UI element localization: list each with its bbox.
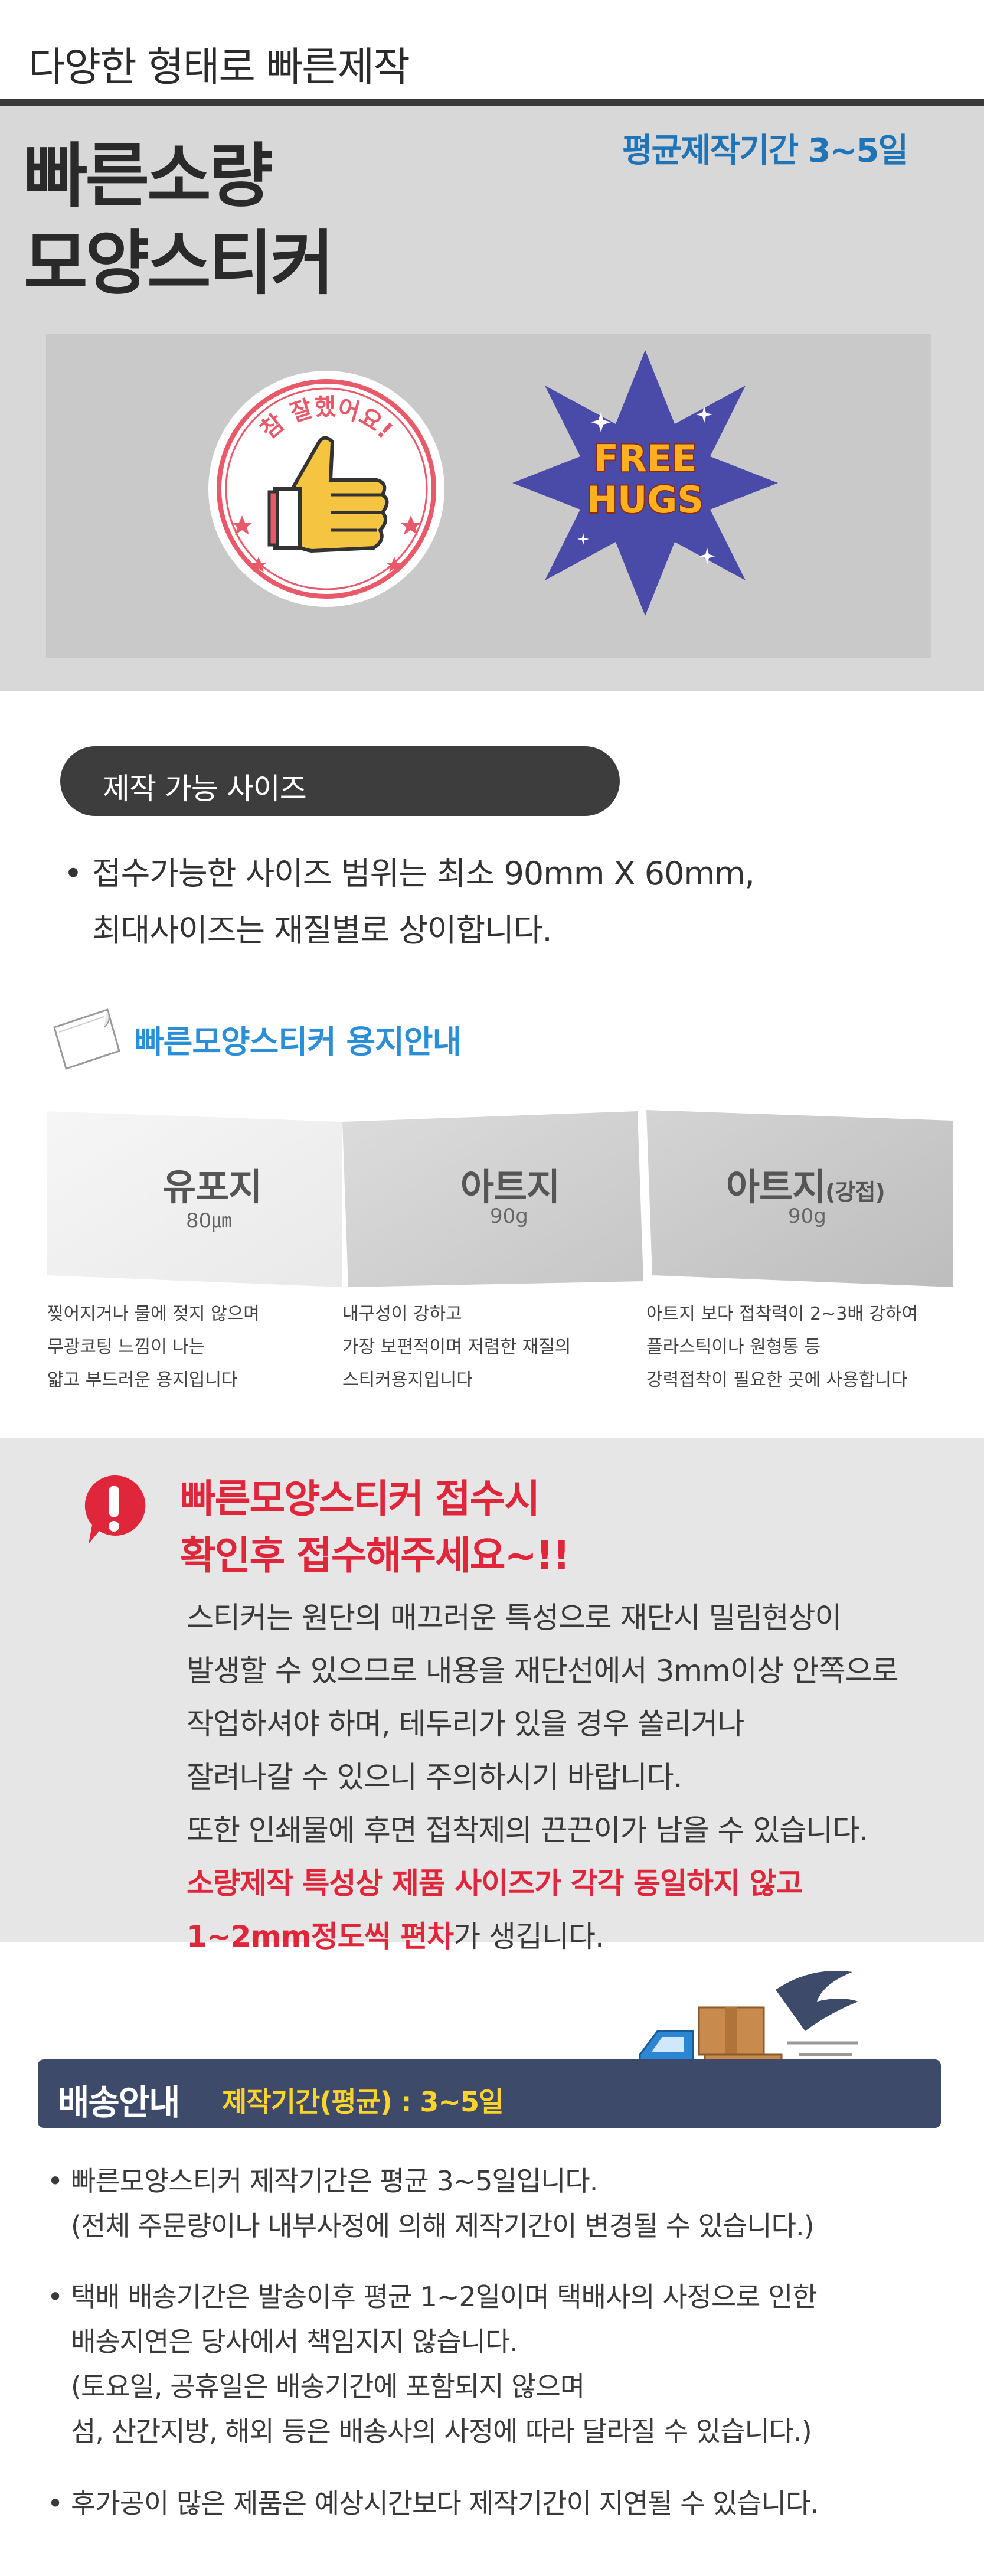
hero-section: 빠른소량 모양스티커 평균제작기간 3~5일 참 잘했어요! [0, 106, 984, 691]
paper-desc: 아트지 보다 접착력이 2~3배 강하여 플라스틱이나 원형통 등 강력접착이 … [646, 1298, 918, 1397]
sizes-section-label: 제작 가능 사이즈 [103, 772, 307, 806]
desc-line: 아트지 보다 접착력이 2~3배 강하여 [646, 1304, 918, 1324]
paper-weight: 80㎛ [186, 1209, 232, 1233]
paper-card-art: 아트지 90g 내구성이 강하고 가장 보편적이며 저렴한 재질의 스티커용지입… [342, 1110, 649, 1417]
delivery-subtitle: 제작기간(평균) : 3~5일 [222, 2086, 504, 2118]
sizes-section-header: 제작 가능 사이즈 [60, 746, 620, 816]
notice-line: 작업하셔야 하며, 테두리가 있을 경우 쏠리거나 [187, 1707, 744, 1741]
bullet: • [47, 2487, 63, 2519]
art-sheet-swatch [342, 1111, 643, 1287]
paper-name: 유포지 [162, 1165, 262, 1209]
list-item-text: 택배 배송기간은 발송이후 평균 1~2일이며 택배사의 사정으로 인한 배송지… [71, 2274, 818, 2454]
sizes-line2: 최대사이즈는 재질별로 상이합니다. [92, 912, 553, 949]
desc-line: 내구성이 강하고 [342, 1304, 462, 1324]
production-period: 평균제작기간 3~5일 [622, 132, 908, 170]
paper-guide-heading: 빠른모양스티커 용지안내 [135, 1023, 462, 1060]
list-line: 빠른모양스티커 제작기간은 평균 3~5일입니다. [71, 2165, 598, 2197]
notice-line: 또한 인쇄물에 후면 접착제의 끈끈이가 남을 수 있습니다. [187, 1813, 868, 1847]
paper-cards: 유포지 80㎛ 찢어지거나 물에 젖지 않으며 무광코팅 느낌이 나는 얇고 부… [0, 1110, 984, 1417]
paper-sheet-icon [53, 1008, 120, 1070]
sticker-showcase: 참 잘했어요! [46, 334, 931, 658]
notice-tail-text: 가 생깁니다. [453, 1919, 604, 1954]
notice-line: 잘려나갈 수 있으니 주의하시기 바랍니다. [187, 1760, 682, 1794]
desc-line: 가장 보편적이며 저렴한 재질의 [342, 1337, 571, 1357]
notice-line: 발생할 수 있으므로 내용을 재단선에서 3mm이상 안쪽으로 [187, 1654, 899, 1688]
notice-section: 빠른모양스티커 접수시 확인후 접수해주세요~!! 스티커는 원단의 매끄러운 … [0, 1438, 984, 1954]
paper-desc: 찢어지거나 물에 젖지 않으며 무광코팅 느낌이 나는 얇고 부드러운 용지입니… [47, 1298, 260, 1397]
notice-red-line: 소량제작 특성상 제품 사이즈가 각각 동일하지 않고 [187, 1857, 898, 1910]
delivery-header: 배송안내 제작기간(평균) : 3~5일 [38, 2059, 941, 2128]
list-line: 후가공이 많은 제품은 예상시간보다 제작기간이 지연될 수 있습니다. [71, 2487, 819, 2519]
list-line: (전체 주문량이나 내부사정에 의해 제작기간이 변경될 수 있습니다.) [71, 2210, 815, 2242]
paper-name: 아트지(강접) [726, 1157, 885, 1210]
notice-red-text: 1~2mm정도씩 편차 [187, 1919, 454, 1954]
paper-card-art-strong: 아트지(강접) 90g 아트지 보다 접착력이 2~3배 강하여 플라스틱이나 … [646, 1110, 965, 1417]
paper-desc: 내구성이 강하고 가장 보편적이며 저렴한 재질의 스티커용지입니다 [342, 1298, 571, 1397]
hero-title-line2: 모양스티커 [24, 223, 335, 304]
desc-line: 얇고 부드러운 용지입니다 [47, 1370, 238, 1390]
paper-name: 아트지 [460, 1165, 560, 1209]
sticker2-line1: FREE [594, 437, 697, 480]
notice-heading-line1: 빠른모양스티커 접수시 [180, 1476, 540, 1522]
paper-name-main: 아트지 [726, 1165, 826, 1209]
yupo-sheet-swatch [47, 1111, 342, 1287]
art-strong-sheet-swatch [646, 1110, 953, 1287]
list-line: 섬, 산간지방, 해외 등은 배송사의 사정에 따라 달라질 수 있습니다.) [71, 2415, 812, 2447]
list-item-text: 후가공이 많은 제품은 예상시간보다 제작기간이 지연될 수 있습니다. [71, 2481, 819, 2526]
notice-red-text: 소량제작 특성상 제품 사이즈가 각각 동일하지 않고 [187, 1866, 803, 1901]
bullet: • [47, 2165, 63, 2197]
desc-line: 스티커용지입니다 [342, 1370, 473, 1390]
list-item-text: 빠른모양스티커 제작기간은 평균 3~5일입니다. (전체 주문량이나 내부사정… [71, 2159, 815, 2248]
top-bar: 다양한 형태로 빠른제작 [0, 0, 984, 106]
paper-card-yupo: 유포지 80㎛ 찢어지거나 물에 젖지 않으며 무광코팅 느낌이 나는 얇고 부… [47, 1110, 354, 1417]
list-line: 배송지연은 당사에서 책임지지 않습니다. [71, 2326, 518, 2358]
thumbs-up-sticker: 참 잘했어요! [208, 371, 444, 607]
desc-line: 무광코팅 느낌이 나는 [47, 1337, 205, 1357]
sizes-line1: 접수가능한 사이즈 범위는 최소 90mm X 60mm, [92, 855, 755, 892]
sticker2-line2: HUGS [587, 478, 704, 521]
bullet: • [64, 855, 83, 892]
paper-weight: 90g [788, 1204, 826, 1228]
notice-red-line: 1~2mm정도씩 편차가 생깁니다. [187, 1910, 898, 1963]
notice-body: 스티커는 원단의 매끄러운 특성으로 재단시 밀림현상이 발생할 수 있으므로 … [187, 1591, 899, 1963]
delivery-title: 배송안내 [58, 2082, 180, 2123]
divider [0, 99, 984, 106]
tagline: 다양한 형태로 빠른제작 [28, 44, 410, 91]
paper-weight: 90g [490, 1204, 528, 1228]
hero-title-line1: 빠른소량 [24, 135, 273, 217]
desc-line: 플라스틱이나 원형통 등 [646, 1337, 821, 1357]
bullet: • [47, 2281, 63, 2313]
list-line: 택배 배송기간은 발송이후 평균 1~2일이며 택배사의 사정으로 인한 [71, 2281, 818, 2313]
free-hugs-sticker: FREE HUGS [512, 350, 778, 616]
desc-line: 강력접착이 필요한 곳에 사용합니다 [646, 1370, 908, 1390]
list-line: (토요일, 공휴일은 배송기간에 포함되지 않으며 [71, 2371, 585, 2402]
notice-heading-line2: 확인후 접수해주세요~!! [180, 1533, 570, 1578]
desc-line: 찢어지거나 물에 젖지 않으며 [47, 1304, 260, 1324]
exclamation-icon [84, 1475, 146, 1544]
paper-name-suffix: (강접) [825, 1179, 885, 1205]
notice-line: 스티커는 원단의 매끄러운 특성으로 재단시 밀림현상이 [187, 1601, 842, 1635]
